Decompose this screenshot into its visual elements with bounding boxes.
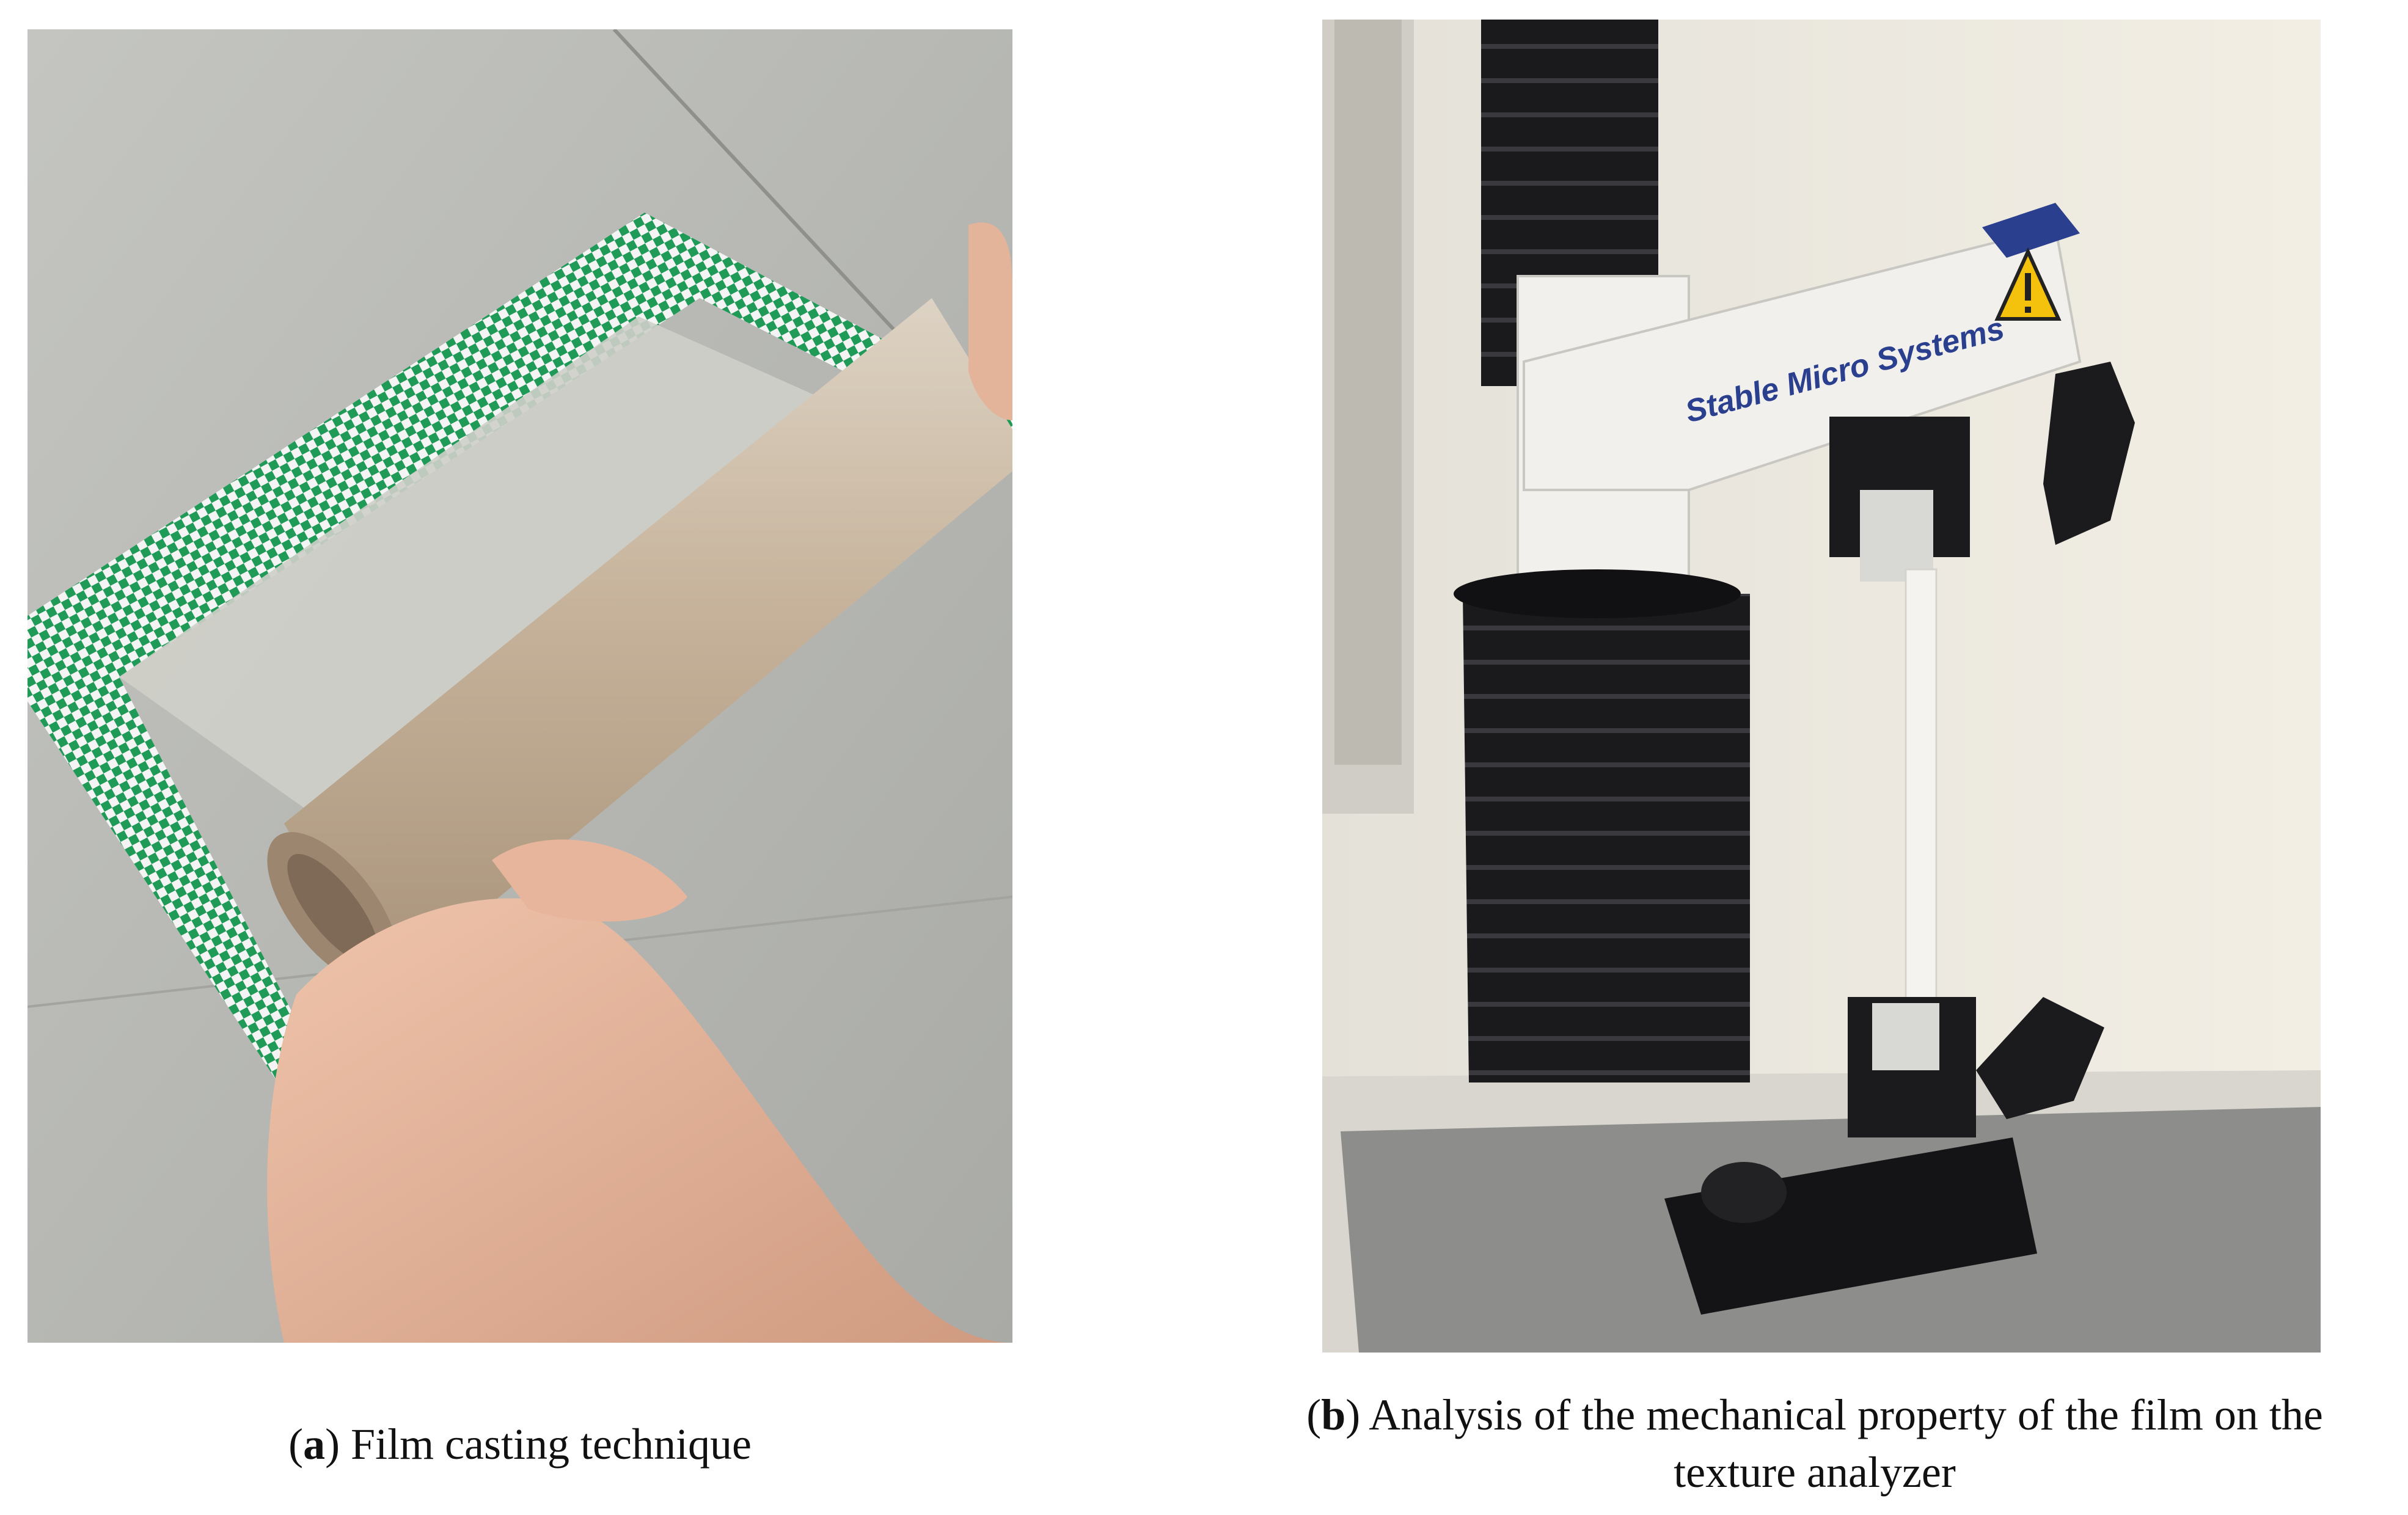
film-casting-photo — [27, 29, 1012, 1343]
lower-bellows — [1463, 594, 1750, 1082]
caption-b: (b) Analysis of the mechanical property … — [1306, 1390, 2323, 1497]
hand — [267, 222, 1012, 1343]
texture-analyzer-photo: Stable Micro Systems — [1322, 20, 2321, 1353]
film-casting-illustration — [27, 29, 1012, 1343]
caption-b-text-line2: texture analyzer — [1674, 1447, 1956, 1497]
caption-a-label: a — [303, 1420, 326, 1469]
film-strip — [1905, 568, 1938, 1010]
caption-b-text-line1: Analysis of the mechanical property of t… — [1369, 1390, 2323, 1439]
tape-frame — [27, 213, 1012, 1092]
upper-grip — [1829, 362, 2135, 582]
caption-a: (a) Film casting technique — [288, 1420, 752, 1469]
lower-grip — [1664, 997, 2104, 1315]
caption-a-text: Film casting technique — [351, 1420, 752, 1469]
caption-b-label: b — [1321, 1390, 1346, 1439]
texture-analyzer-illustration: Stable Micro Systems — [1322, 20, 2321, 1353]
